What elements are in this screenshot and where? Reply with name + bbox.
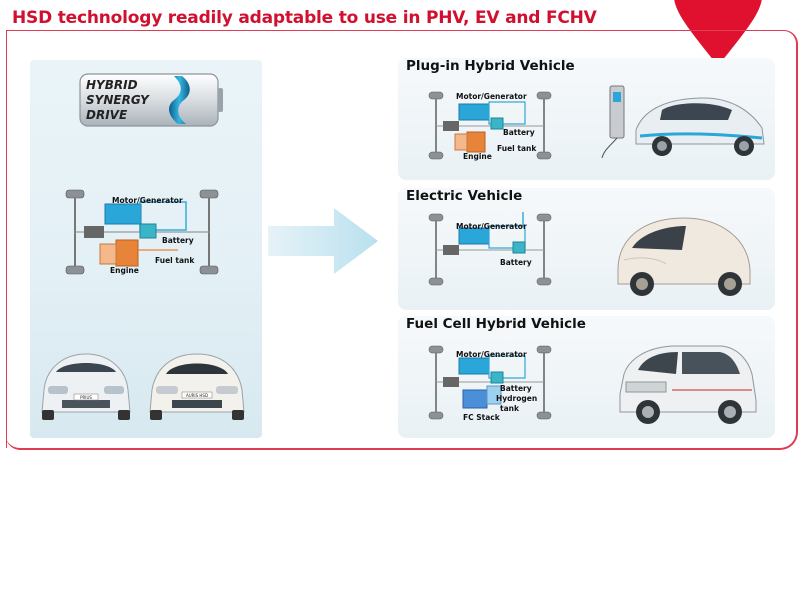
page-title: HSD technology readily adaptable to use … [12,8,597,28]
fchv-tank-label: tank [500,404,519,413]
phv-motor-label: Motor/Generator [456,92,527,101]
hsd-motor-label: Motor/Generator [112,196,183,205]
phv-car-image [601,85,765,159]
transition-arrow-icon [268,208,378,274]
frame-left-edge [6,30,7,448]
fchv-battery-label: Battery [500,384,532,393]
hsd-engine-label: Engine [110,266,139,275]
logo-line-2: SYNERGY [86,93,150,107]
ev-battery-label: Battery [500,258,532,267]
phv-panel-title: Plug-in Hybrid Vehicle [406,58,575,74]
hsd-battery-label: Battery [162,236,194,245]
hsd-drivetrain-diagram [65,189,219,275]
ev-motor-label: Motor/Generator [456,222,527,231]
logo-line-1: HYBRID [86,78,138,92]
fchv-drivetrain-diagram [428,345,552,420]
phv-fuel-tank-label: Fuel tank [497,144,537,153]
phv-engine-label: Engine [463,152,492,161]
heart-logo-icon [674,0,762,66]
fchv-car-image [619,345,757,424]
fchv-motor-label: Motor/Generator [456,350,527,359]
fchv-panel-title: Fuel Cell Hybrid Vehicle [406,316,586,332]
logo-line-3: DRIVE [86,108,128,122]
ev-car-image [617,217,751,296]
ev-drivetrain-diagram [428,212,552,286]
hybrid-synergy-drive-logo: HYBRID SYNERGY DRIVE [78,72,224,128]
hsd-fuel-tank-label: Fuel tank [155,256,195,265]
auris-car-image: AURIS HSD [149,353,245,420]
ev-panel-title: Electric Vehicle [406,188,523,204]
fchv-hydrogen-label: Hydrogen [496,394,538,403]
content-frame [6,30,798,450]
auris-badge: AURIS HSD [186,393,208,398]
phv-drivetrain-diagram [428,91,552,160]
prius-car-image: PRIUS [41,353,131,420]
fchv-fc-stack-label: FC Stack [463,413,500,422]
prius-badge: PRIUS [80,395,92,400]
phv-battery-label: Battery [503,128,535,137]
